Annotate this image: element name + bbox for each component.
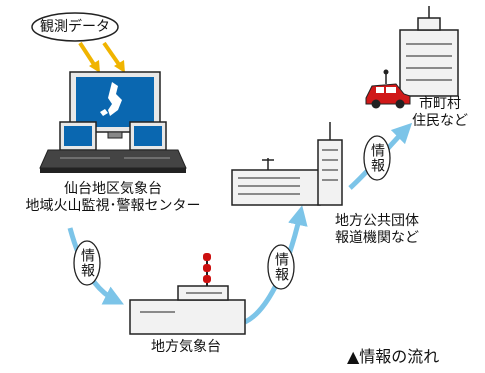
arrow-label-right: 情報 xyxy=(369,143,385,173)
local-gov-line1: 地方公共団体 xyxy=(335,213,419,229)
observation-data-label: 観測データ xyxy=(40,19,110,35)
volcano-center-name: 地域火山監視･警報センター xyxy=(25,198,201,214)
car-icon xyxy=(365,69,411,109)
observation-data-oval xyxy=(31,12,119,42)
legend-info-flow: ▲情報の流れ xyxy=(347,347,440,366)
municipality-building xyxy=(399,6,459,97)
residents-line1: 市町村 xyxy=(419,96,461,112)
monitoring-center-illustration xyxy=(39,71,187,173)
local-gov-line2: 報道機関など xyxy=(335,230,419,246)
local-met-office-building xyxy=(129,253,246,335)
arrow-label-middle: 情報 xyxy=(273,252,289,282)
local-met-office-label: 地方気象台 xyxy=(151,339,221,355)
sendai-office-name: 仙台地区気象台 xyxy=(64,181,162,197)
arrow-label-left: 情報 xyxy=(79,248,95,278)
arrow-label-ovals xyxy=(73,135,391,290)
local-government-building xyxy=(231,122,343,206)
data-arrows xyxy=(78,41,125,73)
residents-line2: 住民など xyxy=(412,113,468,129)
